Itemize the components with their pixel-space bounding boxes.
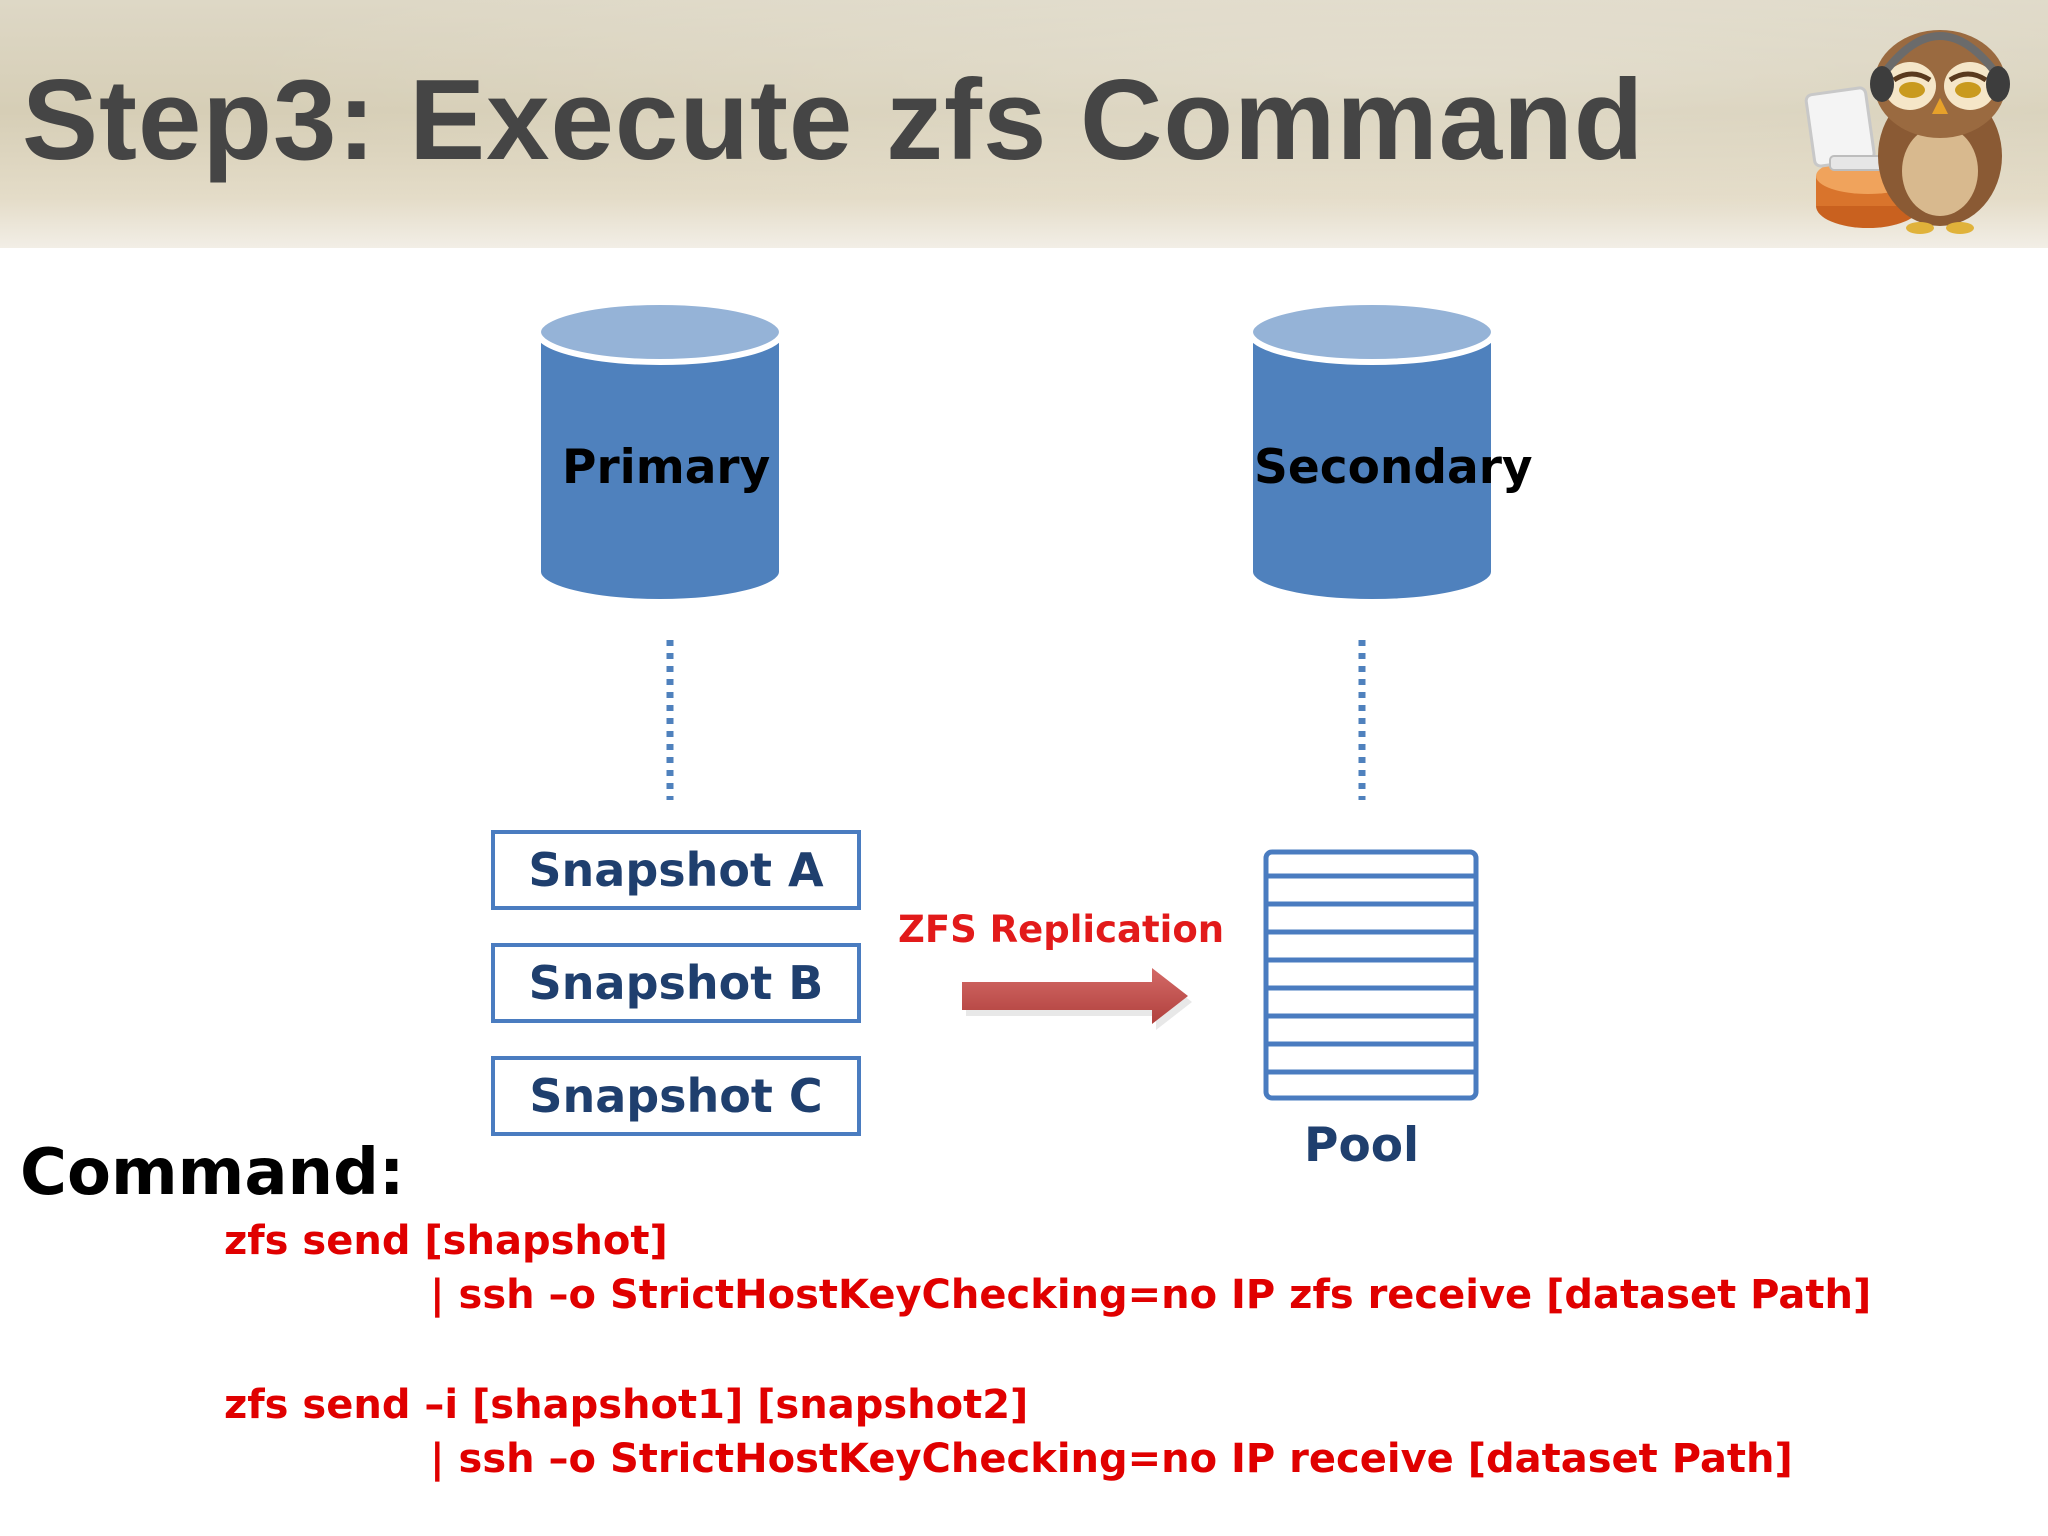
snapshot-label: Snapshot A (528, 843, 824, 897)
snapshot-label: Snapshot B (528, 956, 824, 1010)
slide-title: Step3: Execute zfs Command (22, 57, 1645, 184)
snapshot-box: Snapshot B (491, 943, 861, 1023)
secondary-cylinder-icon (1247, 299, 1497, 605)
snapshot-label: Snapshot C (529, 1069, 823, 1123)
snapshot-box: Snapshot A (491, 830, 861, 910)
primary-cylinder-icon (535, 299, 785, 605)
primary-label: Primary (562, 440, 771, 495)
command-line: zfs send –i [shapshot1] [snapshot2] (224, 1382, 1029, 1428)
secondary-label: Secondary (1254, 440, 1533, 495)
command-line: | ssh –o StrictHostKeyChecking=no IP rec… (430, 1436, 1793, 1482)
snapshot-box: Snapshot C (491, 1056, 861, 1136)
replication-arrow-icon (962, 968, 1192, 1030)
pool-stack-icon (1263, 849, 1479, 1101)
owl-with-laptop-icon (1804, 30, 2010, 234)
slide-header: Step3: Execute zfs Command (0, 0, 2048, 248)
command-line: zfs send [shapshot] (224, 1218, 668, 1264)
pool-label: Pool (1304, 1118, 1420, 1173)
header-background (0, 0, 2048, 248)
command-heading: Command: (20, 1136, 405, 1210)
replication-label: ZFS Replication (898, 908, 1225, 951)
command-line: | ssh –o StrictHostKeyChecking=no IP zfs… (430, 1272, 1872, 1318)
